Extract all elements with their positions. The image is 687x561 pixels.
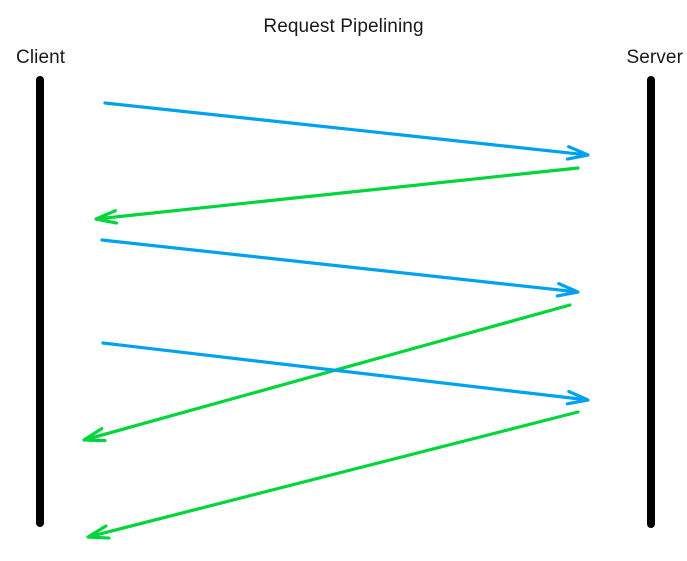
- actor-label-client: Client: [16, 47, 66, 68]
- message-response-1[interactable]: [94, 166, 580, 225]
- arrowhead-icon: [565, 145, 590, 161]
- page-title: Request Pipelining: [263, 16, 424, 37]
- arrowhead-icon: [555, 282, 580, 298]
- message-response-2[interactable]: [82, 303, 572, 443]
- message-shaft: [103, 101, 587, 157]
- arrowhead-icon: [94, 209, 119, 225]
- actor-label-server: Server: [626, 47, 683, 68]
- message-shaft: [101, 341, 587, 402]
- message-response-3[interactable]: [86, 410, 580, 540]
- message-shaft: [100, 238, 577, 294]
- message-shaft: [89, 410, 580, 538]
- arrowhead-icon: [565, 389, 590, 406]
- message-request-2[interactable]: [100, 238, 580, 298]
- lifelines-group: [36, 76, 655, 528]
- message-request-3[interactable]: [101, 341, 590, 406]
- messages-group: [82, 101, 590, 540]
- message-shaft: [97, 166, 580, 221]
- arrowhead-icon: [86, 524, 111, 540]
- arrowhead-icon: [82, 427, 107, 443]
- message-shaft: [85, 303, 572, 441]
- message-request-1[interactable]: [103, 101, 590, 161]
